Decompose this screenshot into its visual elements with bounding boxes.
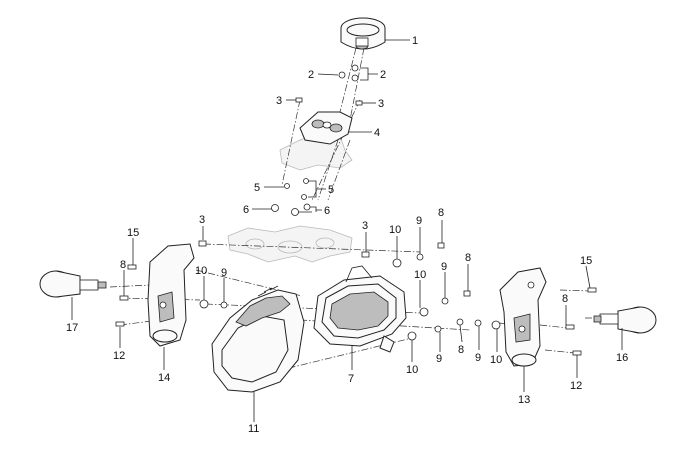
part-17-left-indicator [39,270,107,298]
callout-10: 10 [490,354,502,366]
callout-10: 10 [389,224,401,236]
callout-10: 10 [414,269,426,281]
part-13-right-bracket [499,267,547,367]
callout-8: 8 [438,207,444,219]
part-11-headlight-housing [211,285,305,393]
callout-3: 3 [378,98,384,110]
callout-7: 7 [348,373,354,385]
part-7-headlight-lens [313,265,407,353]
callout-15: 15 [127,227,139,239]
callout-8: 8 [120,259,126,271]
callout-3: 3 [276,95,282,107]
callout-8: 8 [562,293,568,305]
callout-11: 11 [248,423,259,435]
leader-lines [71,39,623,422]
callout-3: 3 [362,220,368,232]
part-5-washers [284,178,309,200]
callout-6: 6 [324,205,330,217]
part-1-gauge [340,17,386,50]
part-4-bracket [299,111,353,145]
part-2-nuts [338,64,359,82]
callout-5: 5 [328,184,334,196]
callout-2: 2 [380,69,386,81]
callout-12: 12 [570,380,582,392]
callout-9: 9 [436,353,442,365]
callout-9: 9 [441,261,447,273]
callout-labels: 1 2 2 3 3 3 3 4 5 5 6 6 7 8 8 8 8 8 8 9 … [66,35,628,435]
part-6-nuts [271,203,311,216]
part-16-right-indicator [593,306,657,334]
callout-4: 4 [374,127,380,139]
callout-9: 9 [416,215,422,227]
callout-10: 10 [406,364,418,376]
callout-8: 8 [458,344,464,356]
part-3-screws-upper [295,97,363,106]
callout-14: 14 [158,372,170,384]
callout-8: 8 [465,252,471,264]
hardware-right [361,242,597,356]
ghost-triple-clamp [227,225,353,263]
callout-9: 9 [221,267,227,279]
callout-2: 2 [308,69,314,81]
callout-12: 12 [113,350,125,362]
callout-10: 10 [195,265,207,277]
callout-5: 5 [254,182,260,194]
part-14-left-bracket [147,243,195,347]
callout-1: 1 [412,35,418,47]
callout-9: 9 [475,352,481,364]
callout-6: 6 [243,204,249,216]
callout-17: 17 [66,322,78,334]
callout-3: 3 [199,214,205,226]
callout-15: 15 [580,255,592,267]
callout-16: 16 [616,352,628,364]
callout-13: 13 [518,394,530,406]
